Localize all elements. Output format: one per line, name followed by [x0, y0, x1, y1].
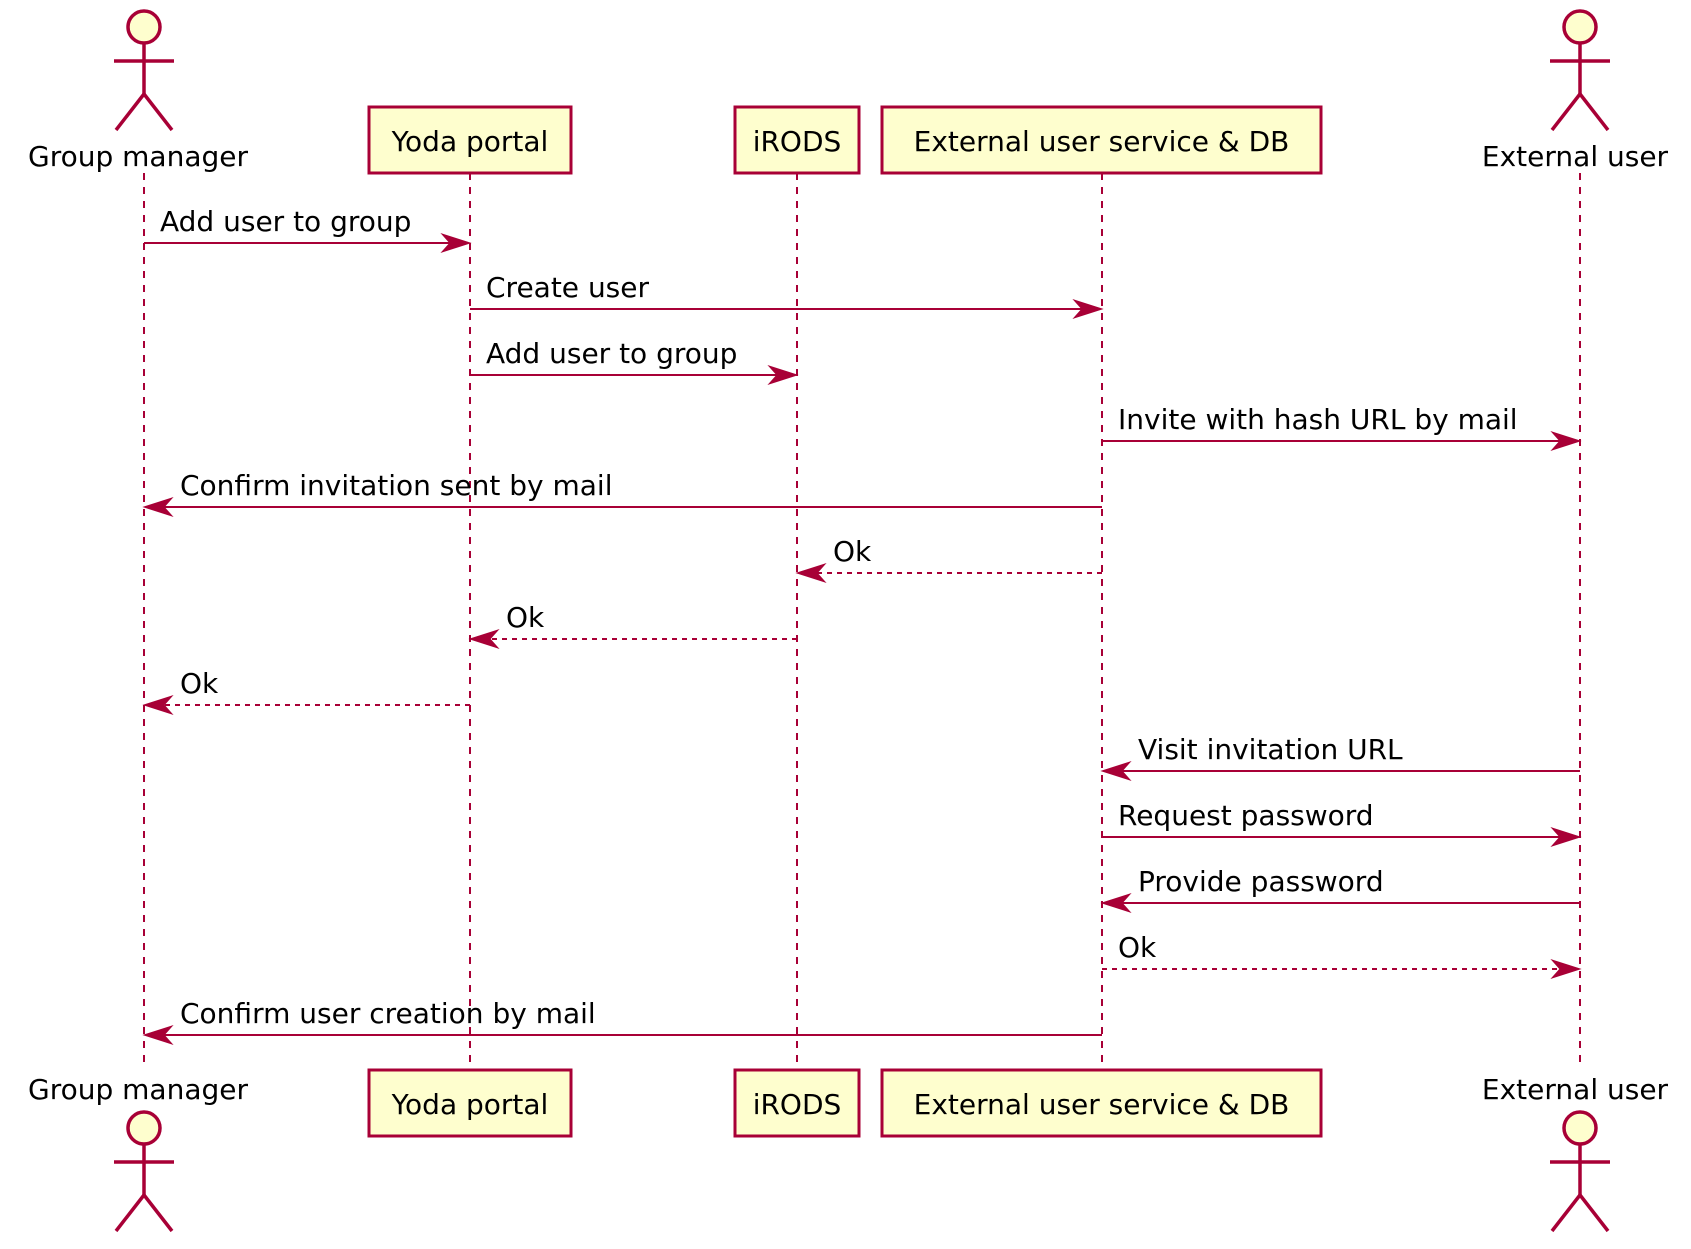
message-label: Ok — [180, 667, 219, 700]
message-2: Create user — [470, 271, 1104, 320]
arrowhead-icon — [795, 562, 827, 584]
arrowhead-icon — [142, 496, 174, 518]
participant-box-bottom-irods: iRODS — [733, 1068, 861, 1138]
message-label: Ok — [506, 601, 545, 634]
actor-label-top-group-manager: Group manager — [28, 140, 248, 173]
message-13: Confirm user creation by mail — [142, 997, 1102, 1046]
actor-label-top-external-user: External user — [1482, 140, 1669, 173]
message-label: Confirm invitation sent by mail — [180, 469, 612, 502]
arrowhead-icon — [468, 628, 500, 650]
message-12: Ok — [1102, 931, 1582, 980]
participant-label-top-irods: iRODS — [753, 125, 842, 158]
arrowhead-icon — [1550, 826, 1582, 848]
message-label: Add user to group — [160, 205, 411, 238]
actor-label-bottom-external-user: External user — [1482, 1073, 1669, 1106]
lifelines — [143, 173, 1581, 1068]
message-3: Add user to group — [470, 337, 799, 386]
arrowhead-icon — [767, 364, 799, 386]
message-label: Request password — [1118, 799, 1374, 832]
message-8: Ok — [142, 667, 470, 716]
participant-box-bottom-yoda-portal: Yoda portal — [367, 1068, 573, 1138]
participant-label-bottom-external-user-service-db: External user service & DB — [914, 1088, 1290, 1121]
message-label: Provide password — [1138, 865, 1384, 898]
participant-box-top-external-user-service-db: External user service & DB — [880, 105, 1323, 175]
message-label: Create user — [486, 271, 649, 304]
message-10: Request password — [1102, 799, 1582, 848]
participant-label-bottom-yoda-portal: Yoda portal — [391, 1088, 549, 1121]
message-6: Ok — [795, 535, 1102, 584]
participant-box-top-yoda-portal: Yoda portal — [367, 105, 573, 175]
arrowhead-icon — [440, 232, 472, 254]
arrowhead-icon — [1550, 958, 1582, 980]
arrowhead-icon — [1100, 760, 1132, 782]
actor-label-bottom-group-manager: Group manager — [28, 1073, 248, 1106]
message-label: Confirm user creation by mail — [180, 997, 596, 1030]
message-7: Ok — [468, 601, 797, 650]
participant-box-top-irods: iRODS — [733, 105, 861, 175]
arrowhead-icon — [142, 694, 174, 716]
participant-label-bottom-irods: iRODS — [753, 1088, 842, 1121]
external-user-top-actor-figure-icon — [1550, 9, 1610, 132]
message-label: Invite with hash URL by mail — [1118, 403, 1518, 436]
message-label: Visit invitation URL — [1138, 733, 1403, 766]
arrowhead-icon — [1072, 298, 1104, 320]
participant-label-top-external-user-service-db: External user service & DB — [914, 125, 1290, 158]
arrowhead-icon — [1550, 430, 1582, 452]
message-label: Add user to group — [486, 337, 737, 370]
message-9: Visit invitation URL — [1100, 733, 1580, 782]
message-label: Ok — [1118, 931, 1157, 964]
message-4: Invite with hash URL by mail — [1102, 403, 1582, 452]
participant-box-bottom-external-user-service-db: External user service & DB — [880, 1068, 1323, 1138]
group-manager-top-actor-figure-icon — [114, 9, 174, 132]
message-11: Provide password — [1100, 865, 1580, 914]
arrowhead-icon — [1100, 892, 1132, 914]
message-label: Ok — [833, 535, 872, 568]
group-manager-bottom-actor-figure-icon — [114, 1110, 174, 1233]
arrowhead-icon — [142, 1024, 174, 1046]
external-user-bottom-actor-figure-icon — [1550, 1110, 1610, 1233]
message-5: Confirm invitation sent by mail — [142, 469, 1102, 518]
participant-label-top-yoda-portal: Yoda portal — [391, 125, 549, 158]
message-1: Add user to group — [144, 205, 472, 254]
